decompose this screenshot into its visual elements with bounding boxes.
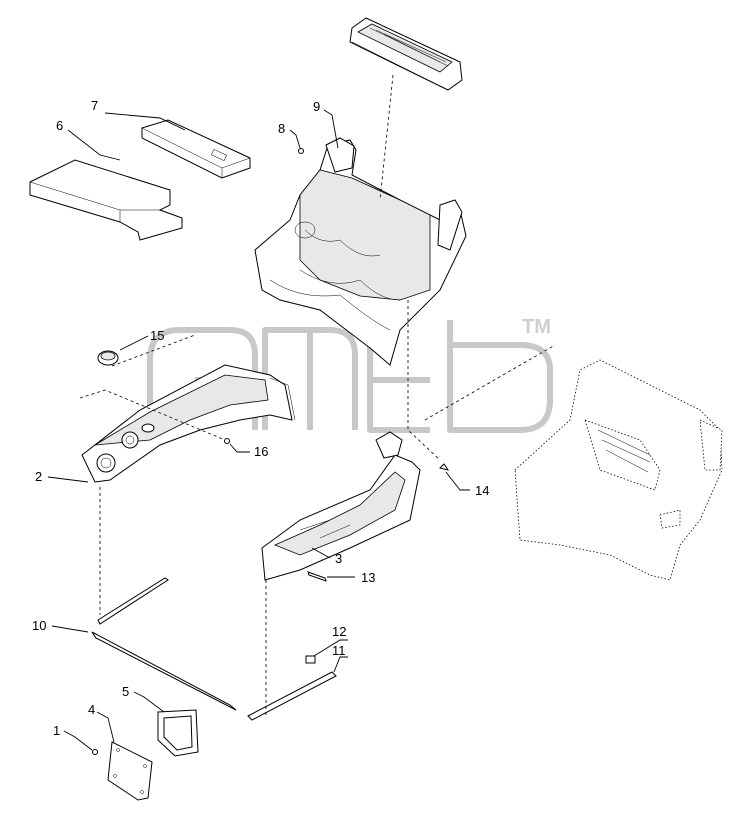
watermark-trademark: TM <box>522 316 551 338</box>
callout-2: 2 <box>35 469 42 484</box>
callout-14: 14 <box>475 483 489 498</box>
callout-labels: 6 7 8 9 15 2 16 3 13 14 10 12 11 5 4 1 <box>32 98 489 738</box>
callout-10: 10 <box>32 618 46 633</box>
part-10-rail <box>91 577 237 711</box>
reference-housing-dotted <box>514 359 723 581</box>
callout-7: 7 <box>91 98 98 113</box>
callout-13: 13 <box>361 570 375 585</box>
callout-8: 8 <box>278 121 285 136</box>
callout-6: 6 <box>56 118 63 133</box>
assembly-lines <box>79 74 556 715</box>
callout-16: 16 <box>254 444 268 459</box>
part-1-screw <box>92 749 98 755</box>
part-15-grommet <box>97 350 119 366</box>
part-4-cover-plate <box>107 741 153 801</box>
callout-4: 4 <box>88 702 95 717</box>
part-2-left-console <box>81 364 296 483</box>
part-6-mat <box>29 159 183 241</box>
callout-1: 1 <box>53 723 60 738</box>
callout-5: 5 <box>122 684 129 699</box>
callout-12: 12 <box>332 624 346 639</box>
callout-11: 11 <box>332 643 346 658</box>
part-5-seal <box>157 709 199 757</box>
part-13-pin <box>307 571 327 582</box>
part-12-clip <box>305 655 316 664</box>
part-11-rail <box>247 671 337 721</box>
top-grille-part <box>349 17 463 91</box>
part-8-screw <box>298 148 304 154</box>
part-3-right-console <box>261 431 421 581</box>
seat-housing-part <box>254 137 467 366</box>
callout-15: 15 <box>150 328 164 343</box>
leader-lines <box>47 109 470 751</box>
part-16-screw <box>224 438 230 444</box>
part-14-screw <box>439 463 450 471</box>
callout-3: 3 <box>335 551 342 566</box>
part-7-strip <box>141 119 251 179</box>
callout-9: 9 <box>313 99 320 114</box>
